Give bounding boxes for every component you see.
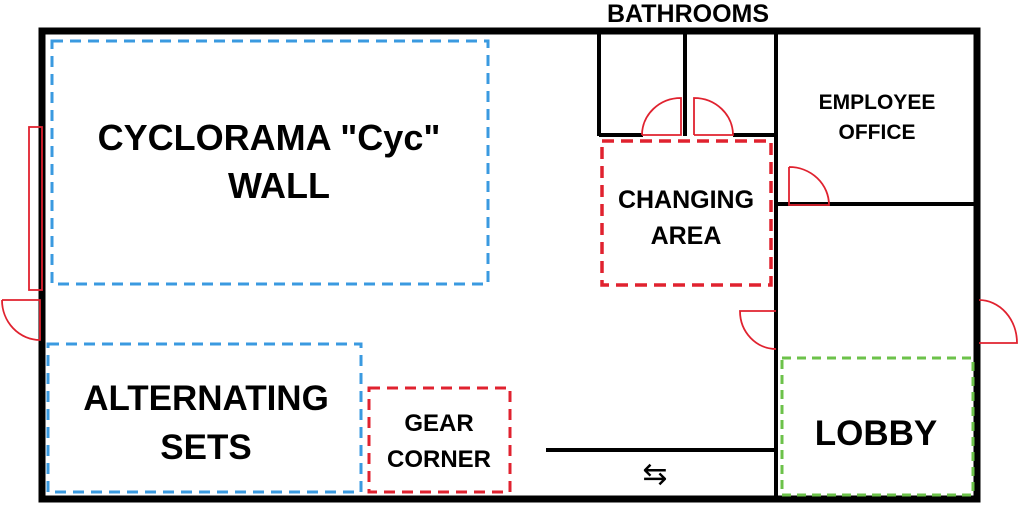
gear-corner-label-line2: CORNER — [387, 446, 491, 473]
alternating-sets-label-line1: ALTERNATING — [83, 379, 329, 418]
lobby-side-door — [739, 310, 777, 350]
employee-office-label-line1: EMPLOYEE — [819, 91, 936, 114]
left-wall-door — [1, 299, 41, 341]
gear-corner-label-line1: GEAR — [404, 410, 473, 437]
alternating-sets-label-line2: SETS — [160, 428, 251, 467]
bathroom-door-right — [693, 97, 734, 136]
lobby-label: LOBBY — [815, 414, 938, 453]
changing-area-label-line1: CHANGING — [618, 186, 754, 214]
lobby-zone — [780, 356, 975, 497]
bathroom-door-left — [641, 97, 682, 136]
cyc-label-line2: WALL — [228, 165, 330, 206]
doors — [1, 97, 1018, 350]
interior-walls — [546, 33, 976, 496]
alternating-sets-zone — [46, 342, 363, 494]
employee-office-label-line2: OFFICE — [839, 121, 916, 144]
changing-area-zone — [600, 139, 773, 287]
cyc-label-line1: CYCLORAMA "Cyc" — [98, 117, 441, 158]
two-way-arrow-icon: ⇆ — [642, 457, 667, 492]
cyc-wall-zone — [50, 39, 490, 286]
left-sliding-door — [28, 126, 43, 291]
changing-area-label-line2: AREA — [651, 222, 722, 250]
gear-corner-zone — [367, 386, 512, 494]
bathrooms-label: BATHROOMS — [607, 0, 769, 28]
employee-office-door — [788, 166, 830, 206]
right-wall-door — [978, 299, 1018, 344]
